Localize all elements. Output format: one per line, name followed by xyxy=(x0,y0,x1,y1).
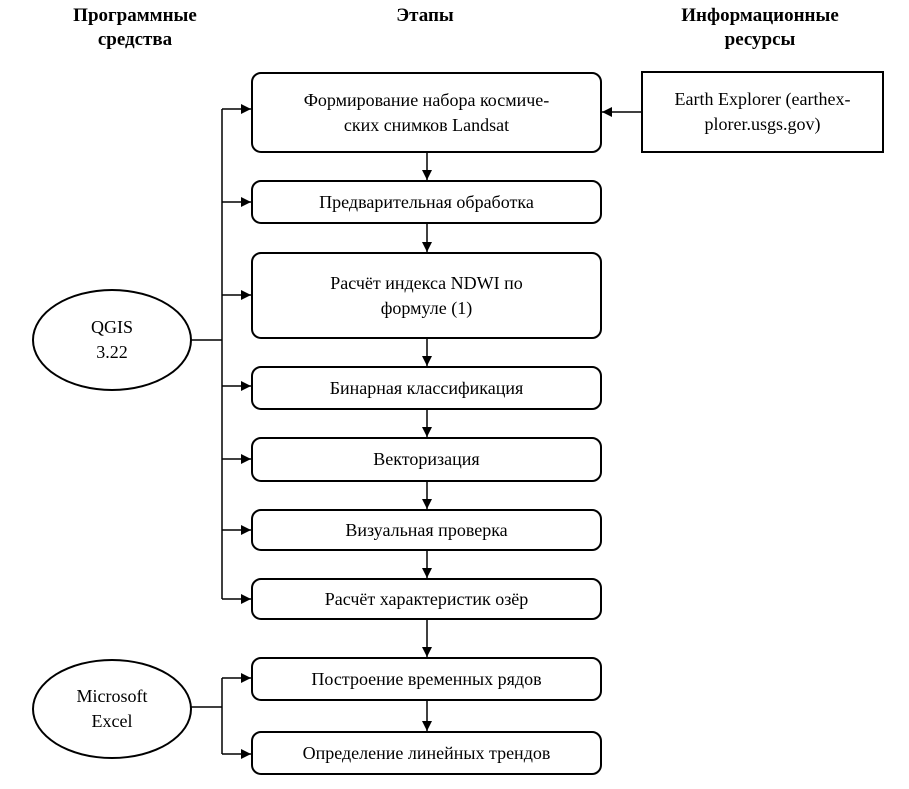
stage-7-label: Расчёт характеристик озёр xyxy=(324,588,529,609)
stage-6-label: Визуальная проверка xyxy=(345,519,508,540)
stage-box-6: Визуальная проверка xyxy=(251,509,602,551)
stage-box-8: Построение временных рядов xyxy=(251,657,602,701)
stage-2-label: Предварительная обработка xyxy=(319,191,534,212)
stage-9-label: Определение линейных трендов xyxy=(302,742,551,763)
qgis-line1: QGIS xyxy=(90,317,133,337)
resource-line1: Earth Explorer (earthex- xyxy=(674,89,851,109)
stage-box-7: Расчёт характеристик озёр xyxy=(251,578,602,620)
stage-1-line2: ских снимков Landsat xyxy=(343,114,510,135)
software-ellipse-excel: Microsoft Excel xyxy=(32,659,192,759)
header-software-line1: Программные xyxy=(73,5,197,26)
header-stages-text: Этапы xyxy=(396,5,454,26)
stage-1-line1: Формирование набора космиче- xyxy=(303,89,550,110)
stage-box-4: Бинарная классификация xyxy=(251,366,602,410)
header-software-line2: средства xyxy=(97,29,173,50)
software-ellipse-qgis: QGIS 3.22 xyxy=(32,289,192,391)
stage-5-label: Векторизация xyxy=(373,449,480,469)
stage-8-label: Построение временных рядов xyxy=(311,668,542,689)
stage-box-3: Расчёт индекса NDWI по формуле (1) xyxy=(251,252,602,339)
stage-3-line2: формуле (1) xyxy=(380,297,473,318)
header-resources-line1: Информационные xyxy=(681,5,839,26)
header-resources: Информационные ресурсы xyxy=(650,4,870,52)
resource-box: Earth Explorer (earthex- plorer.usgs.gov… xyxy=(641,71,884,153)
stage-box-1: Формирование набора космиче- ских снимко… xyxy=(251,72,602,153)
resource-line2: plorer.usgs.gov) xyxy=(704,114,821,134)
stage-box-5: Векторизация xyxy=(251,437,602,482)
stage-4-label: Бинарная классификация xyxy=(329,377,524,398)
qgis-line2: 3.22 xyxy=(96,342,128,362)
stage-box-2: Предварительная обработка xyxy=(251,180,602,224)
excel-line1: Microsoft xyxy=(76,686,148,706)
header-resources-line2: ресурсы xyxy=(724,29,796,50)
stage-3-line1: Расчёт индекса NDWI по xyxy=(330,272,523,293)
stage-box-9: Определение линейных трендов xyxy=(251,731,602,775)
header-stages: Этапы xyxy=(340,4,510,28)
excel-line2: Excel xyxy=(91,711,133,731)
header-software: Программные средства xyxy=(40,4,230,52)
